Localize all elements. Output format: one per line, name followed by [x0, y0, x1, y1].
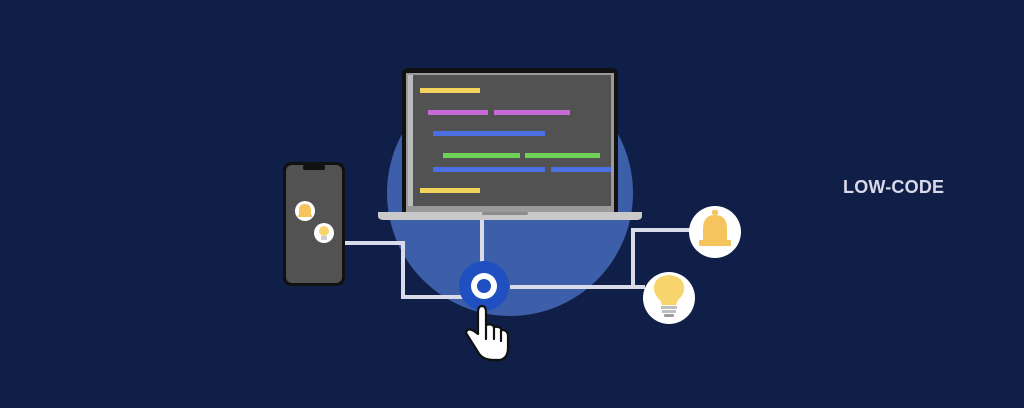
hand-pointer-icon: [464, 304, 510, 362]
bell-icon: [689, 206, 741, 258]
code-lines: [420, 88, 611, 193]
connector-lines: [344, 219, 690, 299]
connector-phone: [344, 241, 463, 299]
smartphone-icon: [283, 162, 345, 286]
lightbulb-icon: [643, 272, 695, 324]
page-title: LOW-CODE: [843, 177, 945, 197]
phone-bulb-icon: [314, 223, 334, 243]
hub-node-icon[interactable]: [459, 261, 509, 311]
connector-right: [510, 228, 690, 289]
laptop-icon: [378, 68, 642, 220]
phone-bell-icon: [295, 201, 315, 221]
